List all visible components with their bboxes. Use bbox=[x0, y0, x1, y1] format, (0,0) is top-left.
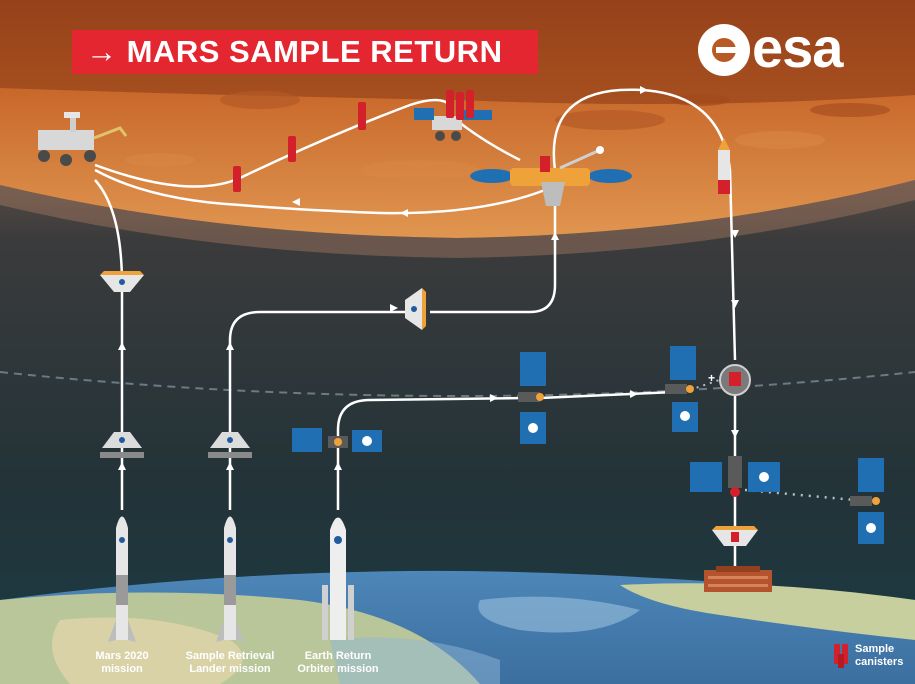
page-title: → MARS SAMPLE RETURN bbox=[72, 30, 538, 74]
mars-ascent-vehicle bbox=[541, 182, 565, 206]
legend-sample-canisters-label: Sample canisters bbox=[855, 643, 904, 668]
fetch-rover bbox=[414, 108, 492, 141]
sample-retrieval-lander bbox=[470, 146, 632, 186]
ariane-rocket bbox=[322, 517, 354, 640]
mission-label-mars2020: Mars 2020 mission bbox=[95, 650, 149, 675]
mars-orbit-line bbox=[0, 371, 915, 397]
srl-rocket bbox=[216, 516, 244, 642]
mission-label-ero: Earth Return Orbiter mission bbox=[297, 650, 379, 675]
ero-spacecraft-launch bbox=[292, 428, 382, 452]
ero-return bbox=[690, 456, 780, 497]
ero-cruise bbox=[518, 352, 546, 444]
esa-logo-mark bbox=[698, 24, 750, 76]
earth-entry-vehicle bbox=[712, 526, 758, 546]
mav-launch bbox=[718, 138, 730, 194]
mars2020-rocket bbox=[108, 516, 136, 642]
svg-text:+: + bbox=[708, 371, 715, 385]
srl-entry-capsule bbox=[405, 288, 426, 330]
srl-capsule-launch bbox=[208, 432, 252, 458]
perseverance-rover bbox=[38, 112, 128, 166]
flight-paths bbox=[94, 88, 737, 575]
sample-receiving-facility bbox=[704, 566, 772, 592]
esa-logo-text: esa bbox=[752, 16, 843, 79]
orbiting-sample-container bbox=[719, 364, 751, 396]
ero-orbit: + bbox=[665, 346, 715, 432]
cached-sample-tubes bbox=[233, 90, 474, 192]
mars2020-capsule-launch bbox=[100, 432, 144, 458]
mission-label-srl: Sample Retrieval Lander mission bbox=[185, 650, 275, 675]
path-arrowheads bbox=[118, 86, 739, 548]
ero-after-release bbox=[850, 458, 884, 544]
sample-canister-icon bbox=[834, 644, 848, 668]
mars2020-entry-capsule bbox=[100, 271, 144, 292]
